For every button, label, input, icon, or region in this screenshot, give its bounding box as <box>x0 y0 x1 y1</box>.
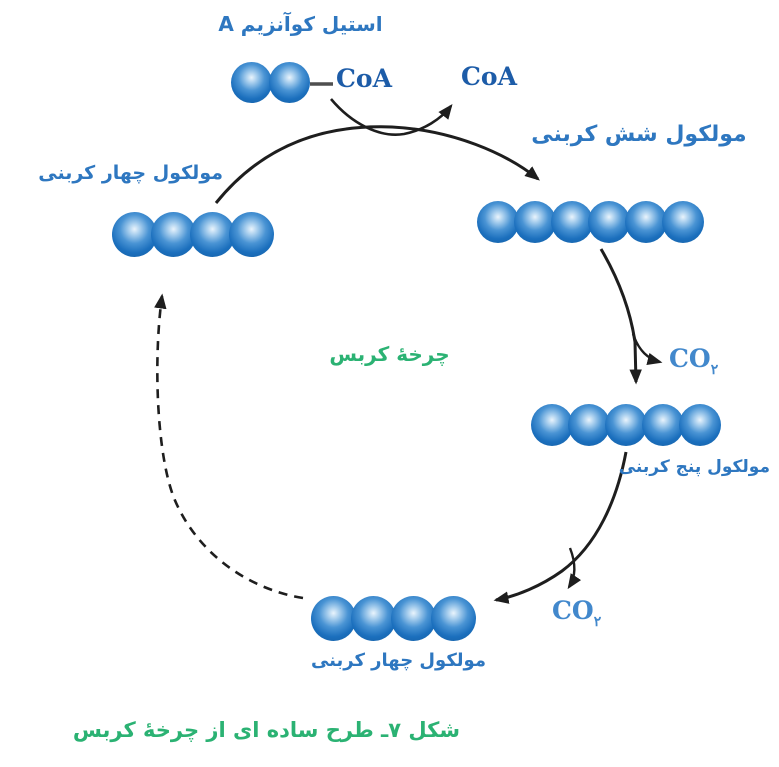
carbon-ball <box>477 201 519 243</box>
arrow-top-arc <box>214 125 540 204</box>
five-carbon-balls <box>531 404 721 446</box>
carbon-ball <box>391 596 436 641</box>
carbon-ball <box>531 404 573 446</box>
four-carbon-left-balls <box>112 212 274 257</box>
figure-caption: شکل ۷ـ طرح ساده ای از چرخهٔ کربس <box>72 718 460 742</box>
co2-upper-text: CO۲ <box>669 344 718 378</box>
four-carbon-left-label: مولکول چهار کربنی <box>38 162 223 184</box>
carbon-ball <box>551 201 593 243</box>
arrow-six-to-five <box>599 248 642 385</box>
six-carbon-label: مولکول شش کربنی <box>531 122 747 147</box>
carbon-ball <box>112 212 157 257</box>
carbon-ball <box>514 201 556 243</box>
four-carbon-bottom-balls <box>311 596 476 641</box>
arrow-co2-branch-lower <box>567 547 582 590</box>
co2-subscript: ۲ <box>593 614 602 630</box>
co2-lower-text: CO۲ <box>552 596 601 630</box>
acetyl-coa-label: استیل کوآنزیم A <box>218 12 383 36</box>
arrow-five-to-four <box>493 451 628 604</box>
carbon-ball <box>625 201 667 243</box>
carbon-ball <box>642 404 684 446</box>
six-carbon-balls <box>477 201 704 243</box>
acetyl-two-carbon-balls <box>231 62 310 103</box>
carbon-ball <box>662 201 704 243</box>
carbon-ball <box>269 62 310 103</box>
four-carbon-bottom-label: مولکول چهار کربنی <box>310 650 486 671</box>
carbon-ball <box>311 596 356 641</box>
arrow-co2-branch-upper <box>631 333 663 366</box>
carbon-ball <box>151 212 196 257</box>
carbon-ball <box>568 404 610 446</box>
arrow-coa-release <box>330 98 453 136</box>
five-carbon-label: مولکول پنج کربنی <box>618 457 770 477</box>
cycle-center-label: چرخهٔ کربس <box>329 342 450 366</box>
carbon-ball <box>190 212 235 257</box>
carbon-ball <box>679 404 721 446</box>
co2-formula: CO <box>552 596 594 625</box>
coa-attached-text: CoA <box>336 64 392 93</box>
carbon-ball <box>431 596 476 641</box>
co2-subscript: ۲ <box>710 362 719 378</box>
arrow-dashed-return <box>154 293 304 600</box>
carbon-ball <box>229 212 274 257</box>
carbon-ball <box>605 404 647 446</box>
coa-released-text: CoA <box>461 62 517 91</box>
carbon-ball <box>588 201 630 243</box>
carbon-ball <box>351 596 396 641</box>
carbon-ball <box>231 62 272 103</box>
co2-formula: CO <box>669 344 711 373</box>
